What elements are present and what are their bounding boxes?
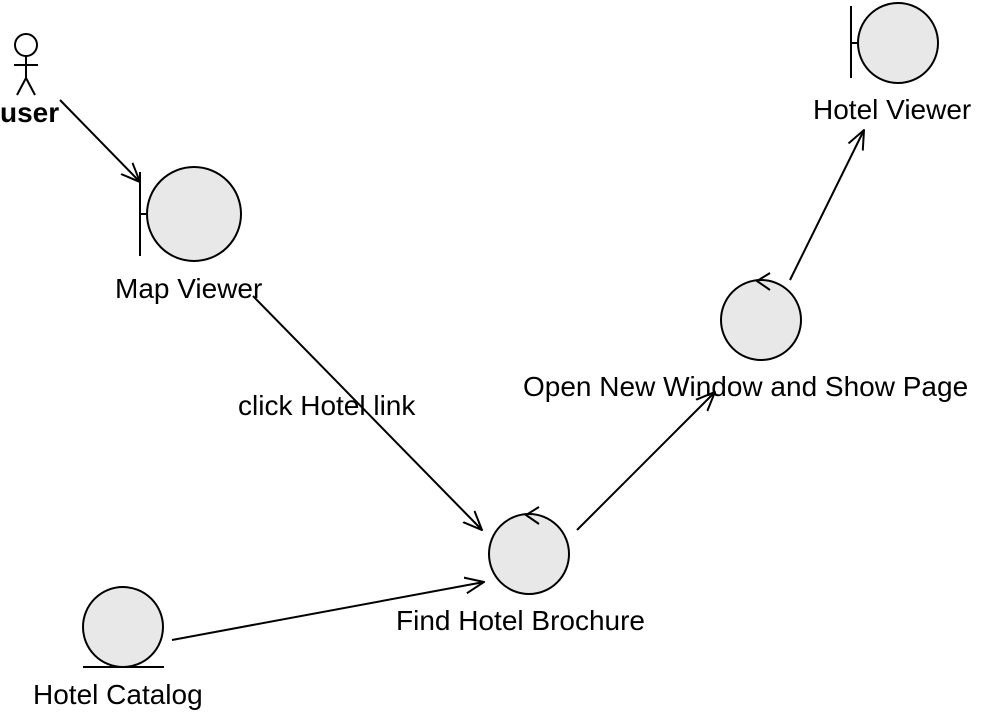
actor-user-label: user — [0, 97, 59, 128]
control-find-hotel-brochure[interactable]: Find Hotel Brochure — [396, 506, 645, 636]
catalog-to-find-brochure-link — [171, 582, 484, 641]
user-to-map-viewer-link — [59, 99, 140, 182]
open-new-window-label: Open New Window and Show Page — [523, 371, 968, 402]
hotel-viewer-label: Hotel Viewer — [813, 94, 971, 125]
control-icon — [720, 272, 802, 361]
boundary-hotel-viewer[interactable]: Hotel Viewer — [813, 2, 971, 125]
control-open-new-window[interactable]: Open New Window and Show Page — [523, 272, 968, 402]
message-click-hotel-link: click Hotel link — [238, 390, 416, 421]
boundary-icon — [850, 2, 939, 84]
find-brochure-to-open-window-link — [576, 392, 715, 531]
boundary-map-viewer[interactable]: Map Viewer — [115, 166, 262, 304]
control-icon — [488, 506, 570, 595]
entity-icon — [82, 586, 164, 668]
stick-figure-icon — [14, 33, 38, 96]
find-hotel-brochure-label: Find Hotel Brochure — [396, 605, 645, 636]
map-viewer-to-find-brochure-link — [252, 295, 482, 530]
actor-user[interactable]: user — [0, 33, 59, 128]
entity-hotel-catalog[interactable]: Hotel Catalog — [33, 586, 203, 710]
map-viewer-label: Map Viewer — [115, 273, 262, 304]
boundary-icon — [139, 166, 242, 262]
open-window-to-hotel-viewer-link — [789, 130, 864, 281]
hotel-catalog-label: Hotel Catalog — [33, 679, 203, 710]
